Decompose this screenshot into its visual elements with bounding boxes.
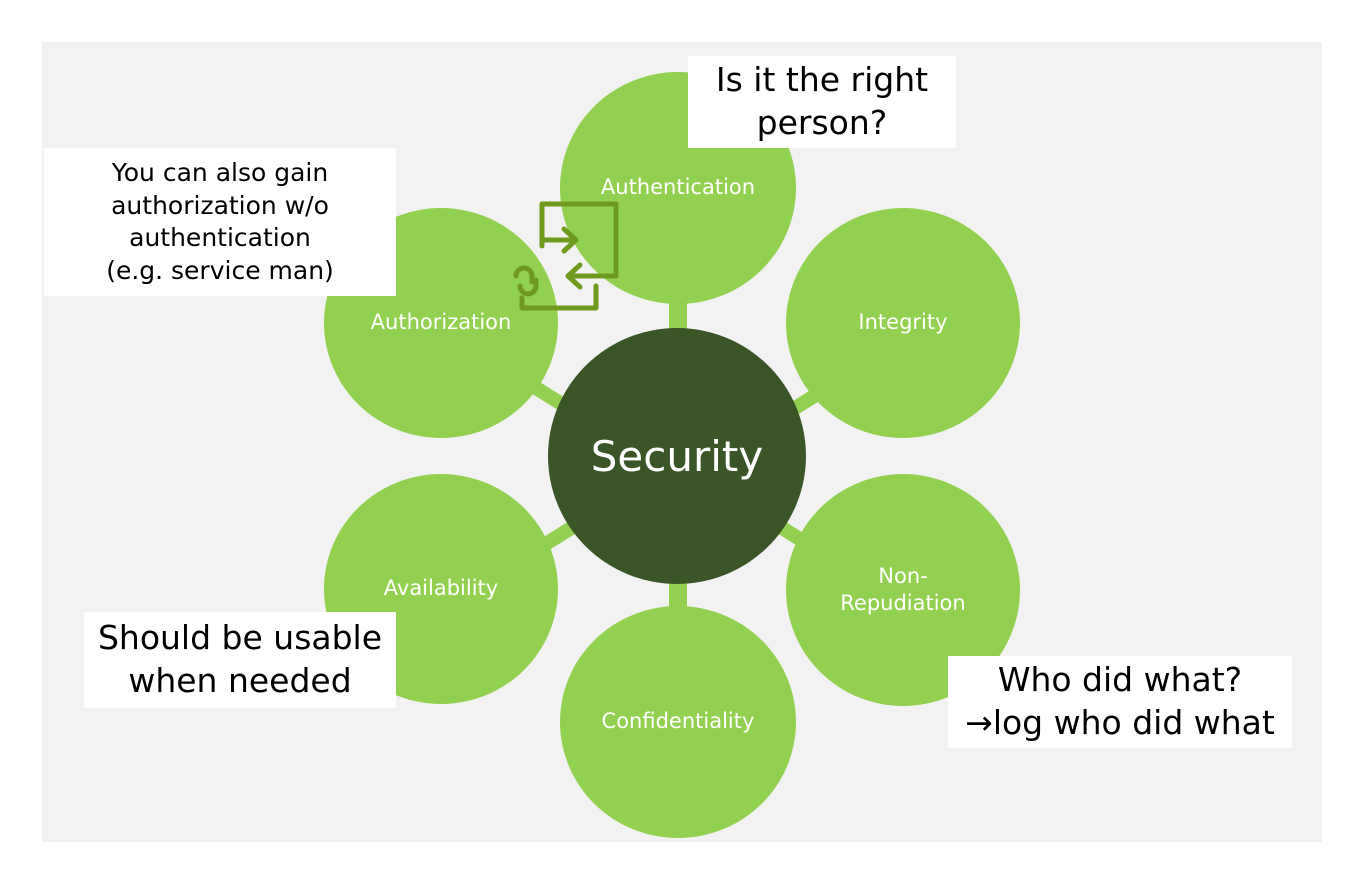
spoke-authentication: [669, 296, 687, 336]
node-availability-label: Availability: [383, 576, 499, 601]
note-authentication: Is it the right person?: [688, 56, 956, 148]
node-non-repudiation-label: Non- Repudiation: [840, 563, 966, 615]
node-authentication-label: Authentication: [600, 175, 756, 200]
note-availability: Should be usable when needed: [84, 612, 396, 708]
link-exchange-icon: [513, 201, 619, 311]
node-confidentiality: Confidentiality: [560, 606, 796, 838]
note-authorization: You can also gain authorization w/o auth…: [44, 148, 396, 296]
note-non-repudiation: Who did what? →log who did what: [948, 656, 1292, 748]
center-node-label: Security: [590, 431, 764, 481]
node-confidentiality-label: Confidentiality: [601, 709, 755, 734]
node-integrity: Integrity: [786, 208, 1020, 438]
node-authorization-label: Authorization: [370, 310, 512, 335]
node-availability: Availability: [324, 474, 558, 704]
node-integrity-label: Integrity: [858, 310, 948, 335]
center-node-security: Security: [548, 328, 806, 584]
